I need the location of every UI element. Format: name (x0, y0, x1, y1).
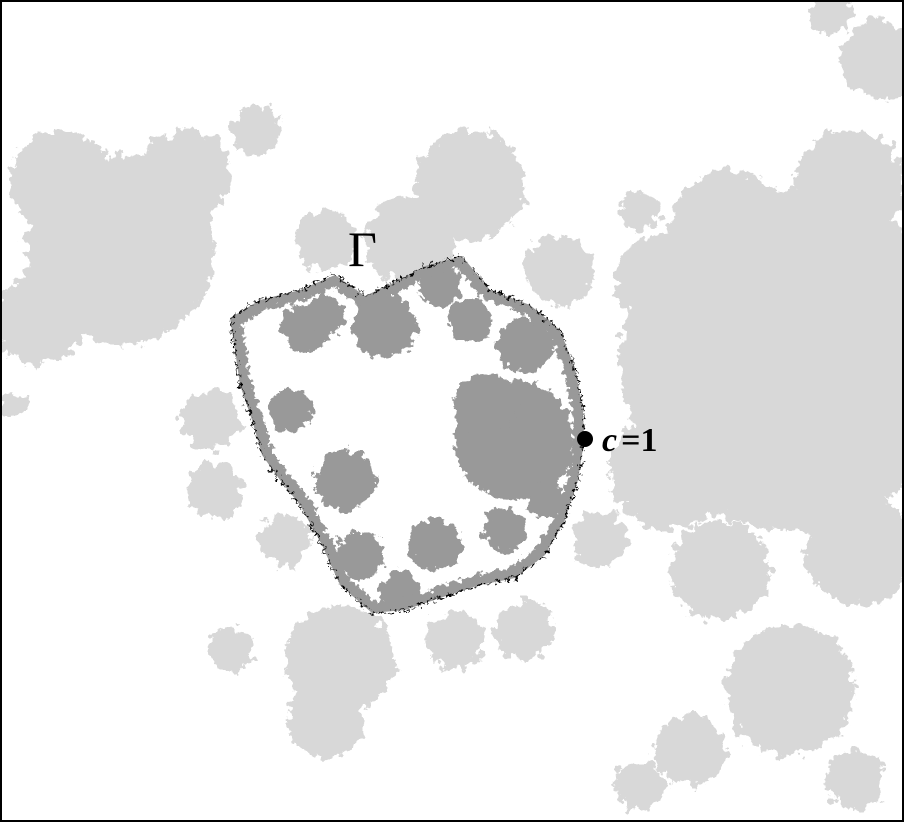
point-c-label-variable: c (602, 422, 617, 459)
gamma-label: Γ (348, 221, 377, 277)
point-c-label: c=1 (602, 422, 657, 459)
point-c-label-value: =1 (621, 422, 657, 459)
point-c-marker (577, 431, 593, 447)
